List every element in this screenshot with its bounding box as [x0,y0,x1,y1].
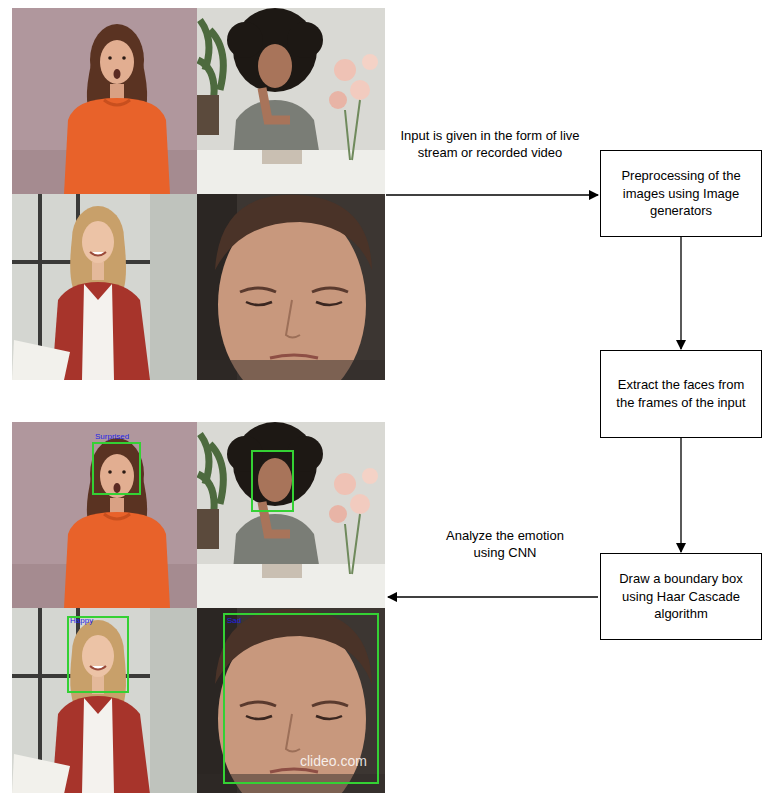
flow-arrow [680,438,681,552]
face-boxes [68,443,378,783]
output-photos [12,422,385,793]
output-arrow [388,596,598,597]
process-box: Extract the faces from the frames of the… [600,350,762,438]
emotion-label: Surprised [95,432,129,442]
watermark: clideo.com [300,752,367,770]
box-text: Extract the faces from the frames of the… [609,376,753,411]
emotion-label: Sad [227,616,241,626]
emotion-label: Happy [70,616,93,626]
box-text: Preprocessing of the images using Image … [609,167,753,220]
process-box: Preprocessing of the images using Image … [600,150,762,237]
box-text: Draw a boundary box using Haar Cascade a… [609,570,753,623]
input-arrow [386,194,598,195]
flow-arrow [680,237,681,349]
edge-label: Input is given in the form of live strea… [398,128,582,162]
edge-label: Analyze the emotion using CNN [440,528,570,562]
process-box: Draw a boundary box using Haar Cascade a… [600,553,762,640]
input-photos [12,8,385,405]
